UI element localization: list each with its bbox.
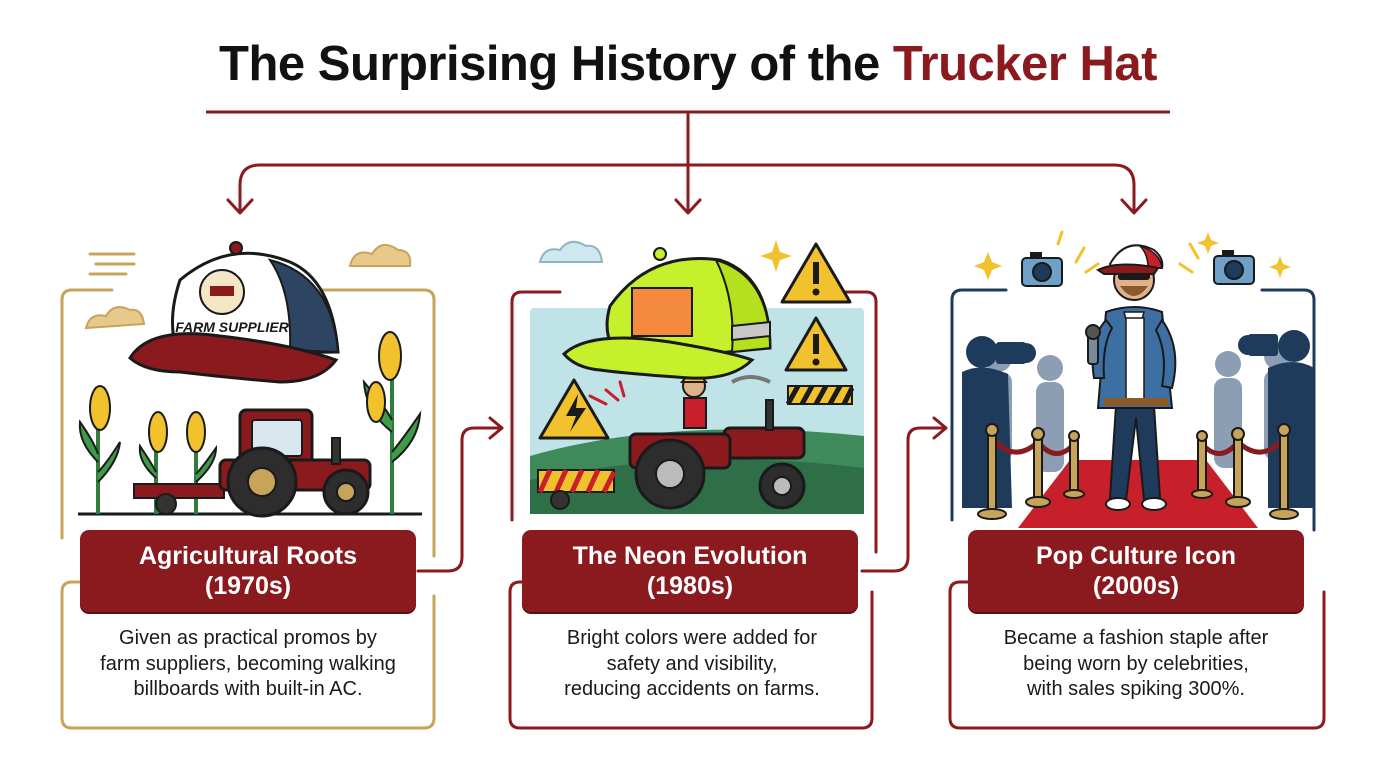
panel-3-frame-bottom bbox=[948, 580, 1326, 730]
stanchion-icon bbox=[977, 423, 1299, 520]
flow-arrow-2-head bbox=[932, 416, 948, 440]
flow-arrow-2 bbox=[860, 426, 946, 573]
flow-arrow-1 bbox=[416, 426, 502, 573]
photographer-silhouette bbox=[962, 336, 1036, 508]
warning-icon bbox=[780, 242, 852, 304]
stage-1-description: Given as practical promos by farm suppli… bbox=[68, 626, 428, 703]
stage-1-title: Agricultural Roots bbox=[138, 542, 358, 570]
emphasis-marks bbox=[588, 380, 626, 406]
panel-1-frame-top-right bbox=[318, 288, 436, 558]
trailer-icon bbox=[133, 483, 225, 515]
celebrity-illustration bbox=[962, 230, 1314, 528]
stage-2-description: Bright colors were added for safety and … bbox=[512, 626, 872, 703]
branch-line bbox=[238, 163, 1136, 214]
stage-1-label: Agricultural Roots (1970s) bbox=[80, 530, 416, 612]
corn-icon bbox=[138, 411, 168, 514]
stage-1-era: (1970s) bbox=[204, 572, 292, 600]
electric-warning-icon bbox=[538, 378, 610, 440]
desc-line: Bright colors were added for bbox=[566, 627, 818, 649]
hat-text: FARM SUPPLIER bbox=[175, 319, 289, 335]
cloud-icon bbox=[348, 243, 412, 267]
branch-arrow-left-head bbox=[226, 198, 254, 215]
desc-line: with sales spiking 300%. bbox=[1027, 678, 1245, 701]
flow-arrow-1-head bbox=[488, 416, 504, 440]
warning-icon bbox=[784, 316, 848, 372]
desc-line: billboards with built-in AC. bbox=[133, 678, 363, 701]
title-accent: Trucker Hat bbox=[892, 37, 1158, 91]
panel-1-frame-bottom bbox=[60, 580, 436, 730]
stage-3-description: Became a fashion staple after being worn… bbox=[956, 626, 1316, 703]
desc-line: safety and visibility, bbox=[606, 652, 778, 675]
desc-line: farm suppliers, becoming walking bbox=[100, 652, 396, 675]
cloud-icon bbox=[84, 306, 146, 330]
panel-2-frame-bottom bbox=[508, 580, 874, 730]
stage-3-title: Pop Culture Icon bbox=[1036, 542, 1236, 570]
tractor-icon bbox=[218, 408, 372, 518]
panel-3-frame-top-right bbox=[1260, 288, 1316, 532]
branch-arrow-right-head bbox=[1120, 198, 1148, 215]
branch-arrow-center-head bbox=[674, 198, 702, 215]
desc-line: Given as practical promos by bbox=[119, 627, 377, 649]
desc-line: being worn by celebrities, bbox=[1023, 652, 1249, 675]
trailer-icon bbox=[537, 468, 617, 510]
stage-3-label: Pop Culture Icon (2000s) bbox=[968, 530, 1304, 612]
stage-2-label: The Neon Evolution (1980s) bbox=[522, 530, 858, 612]
flash-lines bbox=[1056, 230, 1200, 274]
page-title: The Surprising History of the Trucker Ha… bbox=[0, 36, 1376, 92]
desc-line: Became a fashion staple after bbox=[1003, 627, 1269, 649]
farm-supplier-hat-icon bbox=[128, 241, 340, 384]
camera-icon bbox=[1213, 250, 1255, 285]
neon-illustration bbox=[530, 240, 864, 514]
corn-icon bbox=[186, 411, 218, 514]
stage-2-title: The Neon Evolution bbox=[572, 542, 808, 570]
sparkle-icon bbox=[974, 232, 1291, 280]
sparkle-icon bbox=[760, 240, 792, 272]
panel-2-frame-top bbox=[510, 290, 562, 522]
corn-icon bbox=[362, 331, 422, 514]
neon-hat-icon bbox=[561, 247, 772, 380]
farm-illustration: FARM SUPPLIER bbox=[78, 241, 422, 518]
motion-lines bbox=[88, 252, 136, 276]
panel-1-frame-top bbox=[60, 288, 114, 540]
panel-3-frame-top bbox=[950, 288, 1008, 522]
cloud-icon bbox=[538, 240, 604, 263]
title-main: The Surprising History of the bbox=[219, 37, 893, 91]
hazard-stripe-icon bbox=[785, 384, 855, 406]
camera-icon bbox=[1021, 252, 1063, 287]
stage-2-era: (1980s) bbox=[646, 572, 734, 600]
tractor-icon bbox=[628, 373, 806, 510]
corn-icon bbox=[78, 385, 121, 514]
panel-2-frame-top-right bbox=[840, 290, 878, 554]
desc-line: reducing accidents on farms. bbox=[564, 678, 820, 701]
stage-3-era: (2000s) bbox=[1092, 572, 1180, 600]
celebrity-figure bbox=[1085, 244, 1177, 511]
